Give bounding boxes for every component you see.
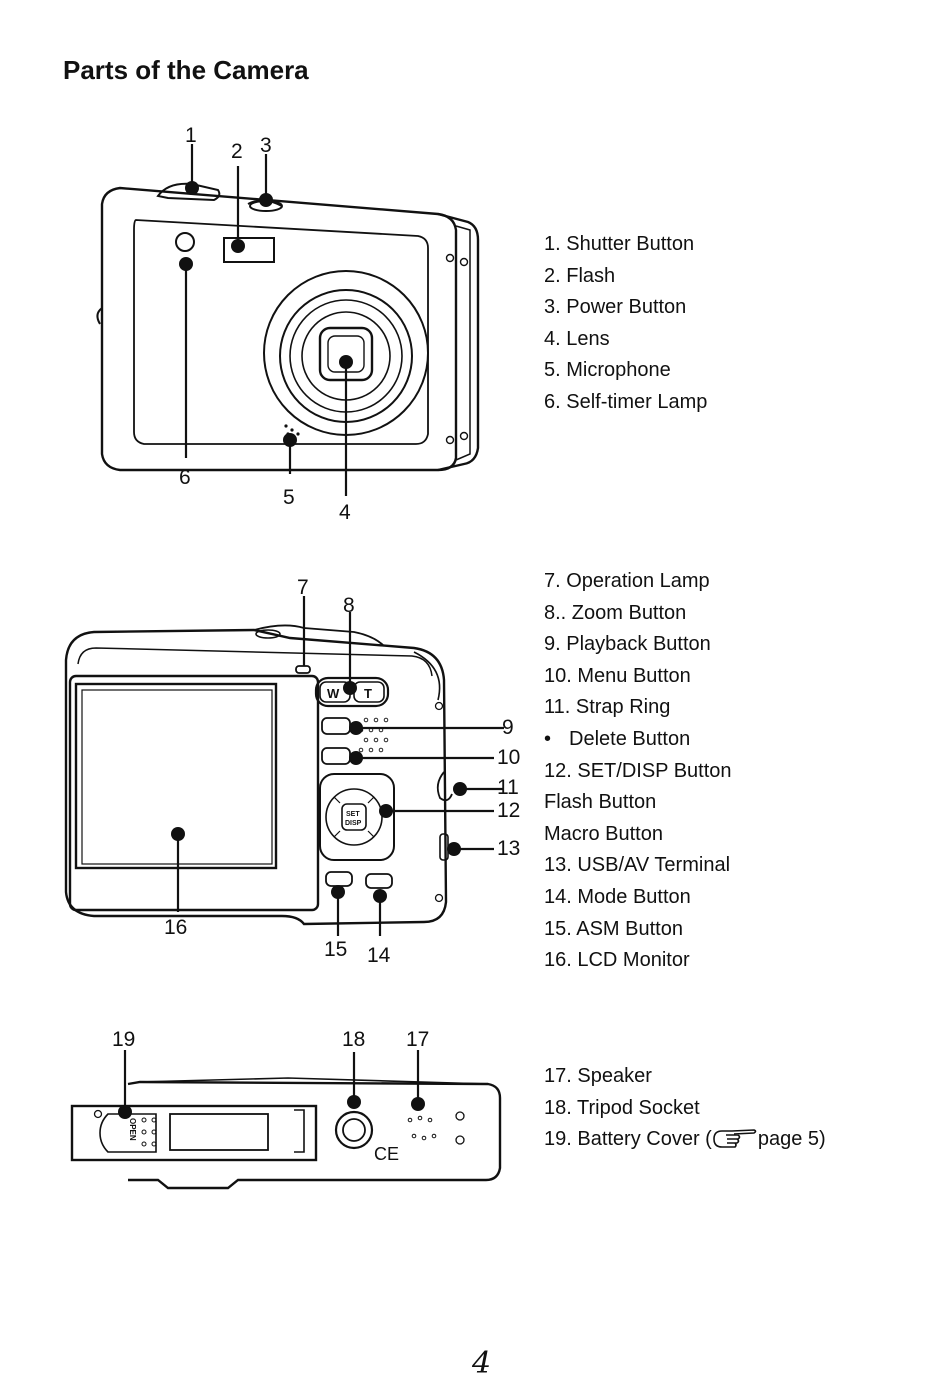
callout-dot: [118, 1105, 132, 1119]
callout-dot: [231, 239, 245, 253]
list-item: 17. Speaker: [544, 1065, 652, 1087]
callout-dot: [411, 1097, 425, 1111]
set-label: SET: [346, 811, 360, 818]
hand-pointer-icon: [712, 1127, 758, 1160]
list-item: 6. Self-timer Lamp: [544, 390, 708, 413]
bottom-view-figure: OPEN CE 19 18 17: [68, 1022, 508, 1194]
callout-dot: [453, 782, 467, 796]
list-item: 1. Shutter Button: [544, 233, 695, 255]
ce-mark: CE: [374, 1144, 399, 1164]
page-number: 4: [472, 1346, 492, 1381]
list-item: 8.. Zoom Button: [544, 601, 687, 624]
bottom-parts-list: 17. Speaker 18. Tripod Socket 19. Batter…: [544, 1061, 826, 1160]
callout-label: 1: [185, 124, 197, 147]
list-item: 3. Power Button: [544, 296, 687, 319]
callout-label: 3: [260, 134, 272, 157]
zoom-wide-label: W: [327, 686, 340, 701]
cover-open-label: OPEN: [128, 1118, 137, 1141]
callout-label: 16: [164, 916, 187, 939]
callout-dot: [283, 433, 297, 447]
callout-dot: [379, 804, 393, 818]
callout-dot: [343, 681, 357, 695]
callout-label: 2: [231, 140, 243, 163]
list-item: 13. USB/AV Terminal: [544, 854, 731, 877]
back-parts-list: 7. Operation Lamp 8.. Zoom Button 9. Pla…: [544, 566, 732, 977]
callout-dot: [349, 721, 363, 735]
callout-dot: [347, 1095, 361, 1109]
list-item: 7. Operation Lamp: [544, 570, 710, 592]
list-item: 10. Menu Button: [544, 664, 691, 687]
callout-label: 8: [343, 594, 355, 617]
list-item: •Delete Button: [544, 724, 732, 756]
callout-label: 13: [497, 837, 520, 860]
callout-dot: [331, 885, 345, 899]
list-item: Flash Button: [544, 791, 657, 814]
list-item: 19. Battery Cover (page 5): [544, 1124, 826, 1160]
callout-label: 14: [367, 944, 391, 967]
callout-label: 4: [339, 501, 351, 524]
disp-label: DISP: [345, 820, 362, 827]
callout-label: 18: [342, 1028, 365, 1051]
list-item: 9. Playback Button: [544, 633, 711, 656]
callout-label: 12: [497, 799, 520, 822]
callout-label: 17: [406, 1028, 429, 1051]
callout-label: 5: [283, 486, 295, 509]
list-item: Macro Button: [544, 822, 663, 845]
front-view-figure: 1 2 3 4 5 6: [88, 118, 488, 530]
bullet: •: [544, 727, 552, 750]
list-item: 16. LCD Monitor: [544, 949, 690, 972]
callout-dot: [179, 257, 193, 271]
back-view-figure: W T SET DISP: [54, 572, 526, 972]
list-item: 18. Tripod Socket: [544, 1096, 700, 1119]
callout-label: 15: [324, 938, 347, 961]
callout-dot: [171, 827, 185, 841]
callout-dot: [349, 751, 363, 765]
callout-label: 19: [112, 1028, 135, 1051]
zoom-tele-label: T: [364, 686, 372, 701]
list-item: 12. SET/DISP Button: [544, 759, 732, 782]
page-title: Parts of the Camera: [63, 55, 309, 85]
list-item: 15. ASM Button: [544, 917, 683, 940]
callout-dot: [339, 355, 353, 369]
list-item: 11. Strap Ring: [544, 696, 671, 719]
camera-bottom-illustration: OPEN CE 19 18 17: [70, 1028, 502, 1190]
list-item: 5. Microphone: [544, 359, 671, 382]
callout-label: 9: [502, 716, 514, 739]
camera-front-illustration: 1 2 3 4 5 6: [96, 124, 480, 524]
callout-dot: [373, 889, 387, 903]
callout-dot: [259, 193, 273, 207]
callout-dot: [447, 842, 461, 856]
callout-label: 10: [497, 746, 520, 769]
list-item: 2. Flash: [544, 264, 616, 287]
callout-dot: [185, 181, 199, 195]
callout-label: 6: [179, 466, 191, 489]
callout-label: 11: [497, 776, 519, 799]
list-item: 4. Lens: [544, 327, 610, 350]
camera-back-illustration: W T SET DISP: [64, 576, 520, 967]
callout-label: 7: [297, 576, 309, 599]
list-item: 14. Mode Button: [544, 885, 691, 908]
front-parts-list: 1. Shutter Button 2. Flash 3. Power Butt…: [544, 229, 707, 419]
